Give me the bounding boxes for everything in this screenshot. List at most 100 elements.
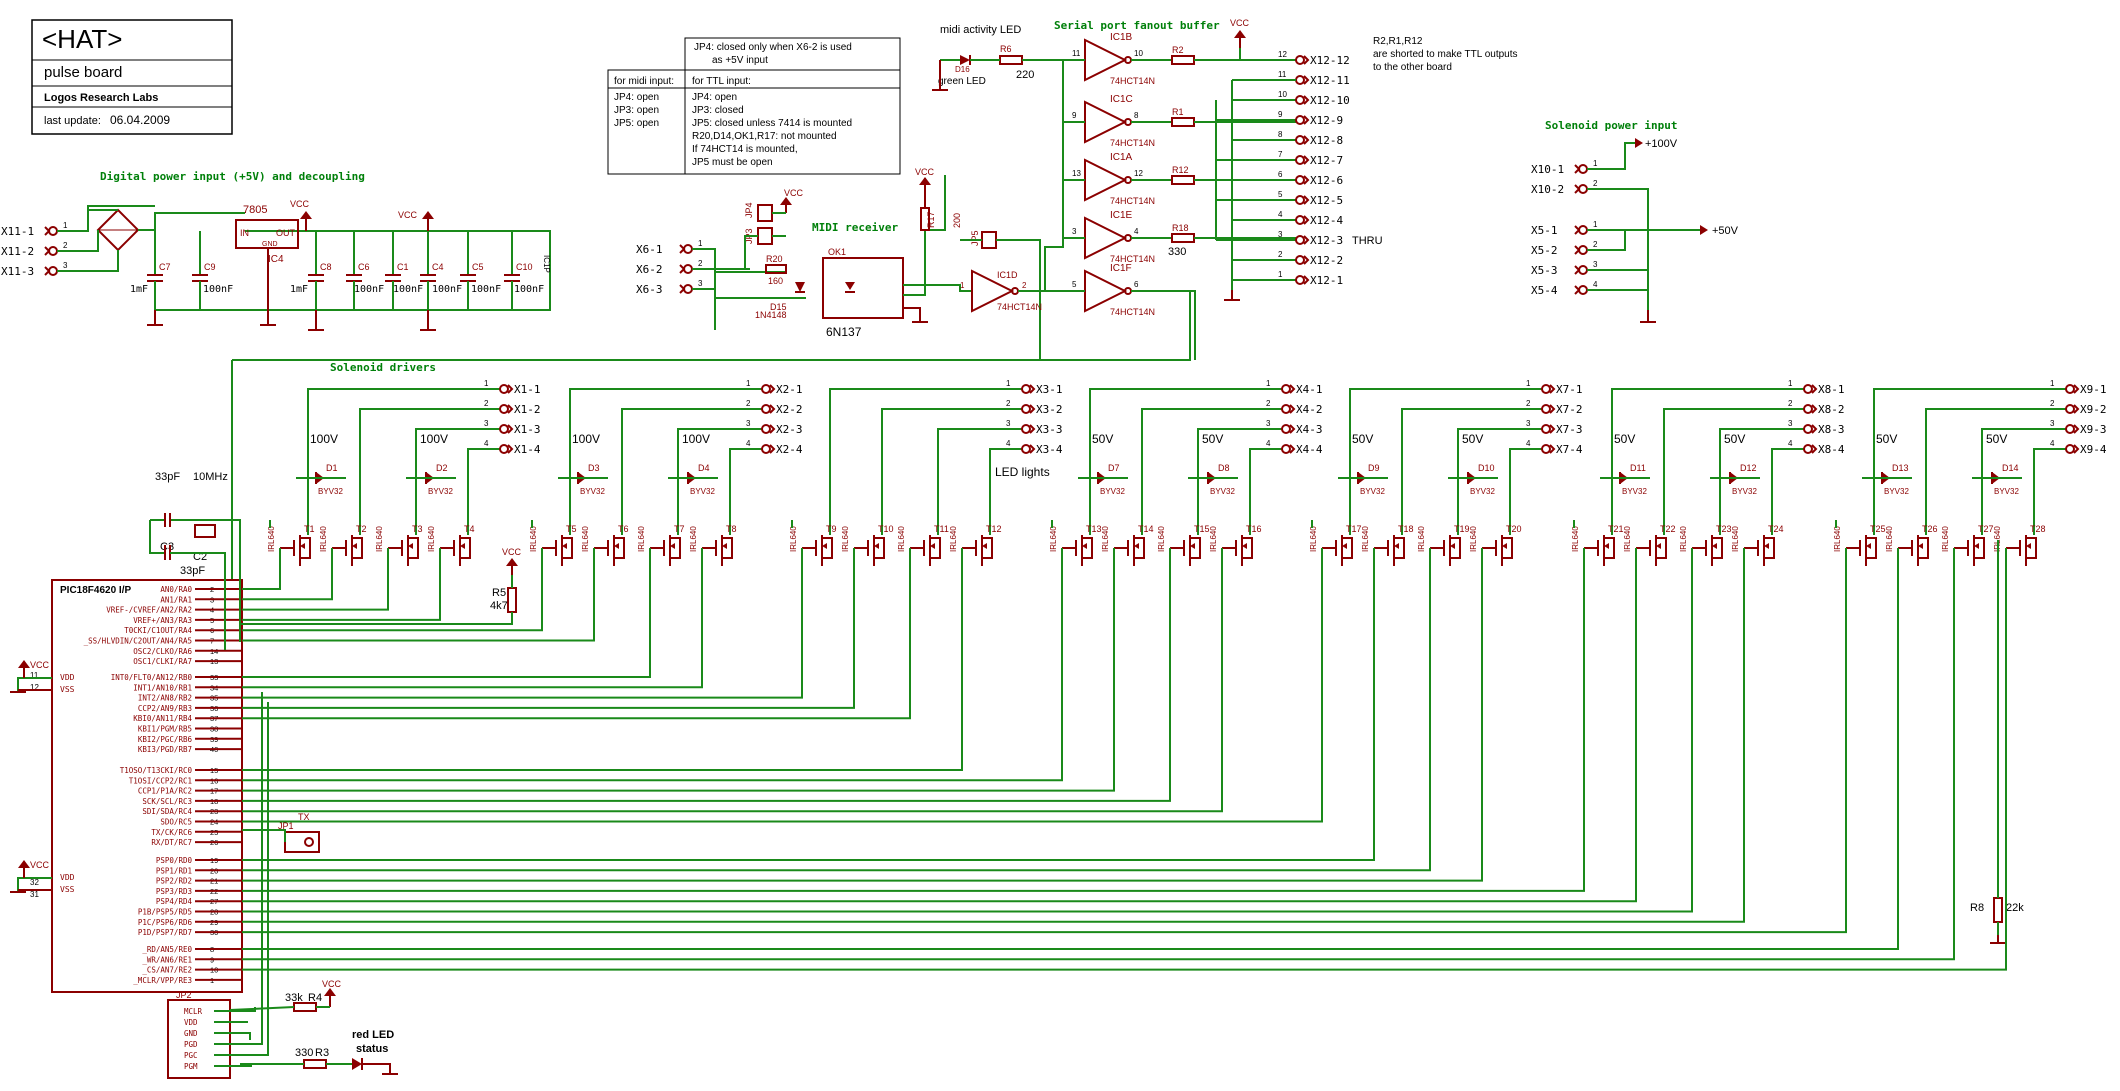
ic1d-in: 1 <box>960 281 965 290</box>
note-ttl-line: JP3: closed <box>692 105 744 116</box>
note-jp4-1: JP4: closed only when X6-2 is used <box>694 42 852 53</box>
section-solenoid-drivers: Solenoid drivers <box>330 361 436 374</box>
jp4-jumper[interactable]: JP4 <box>744 202 773 222</box>
note-shorted-2: are shorted to make TTL outputs <box>1373 49 1518 60</box>
gate-ref: IC1E <box>1110 210 1133 221</box>
gate-in-pin: 9 <box>1072 111 1077 120</box>
r5-value: 4k7 <box>490 600 508 612</box>
mcu-pin-name: PSP2/RD2 <box>156 877 192 886</box>
serial-connector-12-label: X12-12 <box>1310 54 1350 67</box>
regulator-in: IN <box>240 228 249 238</box>
serial-connector-4-label: X12-4 <box>1310 214 1343 227</box>
supply-voltage-label: 50V <box>1092 432 1113 446</box>
vcc-arrow-r5: VCC <box>502 547 522 575</box>
driver-connector-x2-1-label: X2-1 <box>776 383 803 396</box>
gate-drive-trace <box>242 548 1955 961</box>
mosfet-part: IRL640 <box>1623 526 1632 552</box>
gate-drive-trace <box>242 548 1637 903</box>
driver-connector-x1-3-label: X1-3 <box>514 423 541 436</box>
diode-part: BYV32 <box>1210 487 1235 496</box>
vcc-arrow-serial: VCC <box>1230 18 1250 48</box>
mcu-pin-name: _RD/AN5/RE0 <box>142 945 192 954</box>
serial-connector-2-label: X12-2 <box>1310 254 1343 267</box>
mosfet-ref: T8 <box>726 524 737 534</box>
r18-value: 330 <box>1168 246 1186 258</box>
ok1-label: OK1 <box>828 247 846 257</box>
diode-part: BYV32 <box>1360 487 1385 496</box>
driver-connector-x7-2-pin: 2 <box>1526 399 1531 408</box>
cap-ref: C10 <box>516 262 533 272</box>
driver-connector-x9-2-label: X9-2 <box>2080 403 2107 416</box>
cap-value: 100nF <box>354 284 384 295</box>
mosfet-ref: T27 <box>1978 524 1994 534</box>
vcc-arrow-1: VCC <box>290 199 312 231</box>
mosfet-part: IRL640 <box>1731 526 1740 552</box>
jp4-label: JP4 <box>744 202 754 218</box>
driver-connector-x3-4-pin: 4 <box>1006 439 1011 448</box>
note-ttl-line: If 74HCT14 is mounted, <box>692 144 798 155</box>
r8-value: 22k <box>2006 902 2024 914</box>
r20-value: 160 <box>768 276 783 286</box>
mosfet-ref: T28 <box>2030 524 2046 534</box>
supply-voltage-label: 100V <box>682 432 710 446</box>
mcu-power-pin: 32 <box>30 878 39 887</box>
resistor-r12 <box>1171 175 1195 185</box>
mosfet-ref: T13 <box>1086 524 1102 534</box>
gate-drive-trace <box>242 548 281 590</box>
driver-connector-x8-1-pin: 1 <box>1788 379 1793 388</box>
mcu-pin-name: KBI3/PGD/RB7 <box>138 745 192 754</box>
mcu-pin-name: PSP3/RD3 <box>156 887 192 896</box>
cap-value: 100nF <box>393 284 423 295</box>
diode-part: BYV32 <box>1994 487 2019 496</box>
diode-part: BYV32 <box>580 487 605 496</box>
serial-connector-pin: 8 <box>1278 130 1283 139</box>
ic1d-out: 2 <box>1022 281 1027 290</box>
note-midi-head: for midi input: <box>614 76 674 87</box>
mosfet-ref: T1 <box>304 524 315 534</box>
vcc-label: VCC <box>30 860 50 870</box>
mcu-pin-name: VREF-/CVREF/AN2/RA2 <box>106 606 192 615</box>
cap-ref: C8 <box>320 262 332 272</box>
mosfet-part: IRL640 <box>1833 526 1842 552</box>
gate-drive-trace <box>242 548 389 611</box>
title-block: <HAT> pulse board Logos Research Labs la… <box>31 19 233 135</box>
driver-connector-x9-1-label: X9-1 <box>2080 383 2107 396</box>
section-solenoid-power: Solenoid power input <box>1545 119 1677 132</box>
note-ttl-line: JP4: open <box>692 92 737 103</box>
serial-connector-6: X12-66 <box>1274 170 1343 187</box>
r8-resistor: R8 22k <box>1970 540 2024 944</box>
driver-connector-x2-3-label: X2-3 <box>776 423 803 436</box>
solenoid-power-connector-5-label: X5-3 <box>1531 264 1558 277</box>
mcu-pin-name: KBI1/PGM/RB5 <box>138 725 192 734</box>
mcu-pin-name: VREF+/AN3/RA3 <box>133 616 192 625</box>
driver-connector-x2-3-pin: 3 <box>746 419 751 428</box>
serial-connector-6-label: X12-6 <box>1310 174 1343 187</box>
mcu-pin-name: _SS/HLVDIN/C2OUT/AN4/RA5 <box>84 637 192 646</box>
mosfet-part: IRL640 <box>1885 526 1894 552</box>
mcu-pin-name: TX/CK/RC6 <box>151 828 192 837</box>
r6-label: R6 <box>1000 44 1012 54</box>
driver-connector-x1-2-label: X1-2 <box>514 403 541 416</box>
gate-drive-trace <box>242 548 1223 813</box>
gate-resistor-label: R18 <box>1172 223 1189 233</box>
driver-connector-x7-3-label: X7-3 <box>1556 423 1583 436</box>
mcu-vss-label: VSS <box>60 685 75 694</box>
gate-drive-trace <box>242 548 855 709</box>
